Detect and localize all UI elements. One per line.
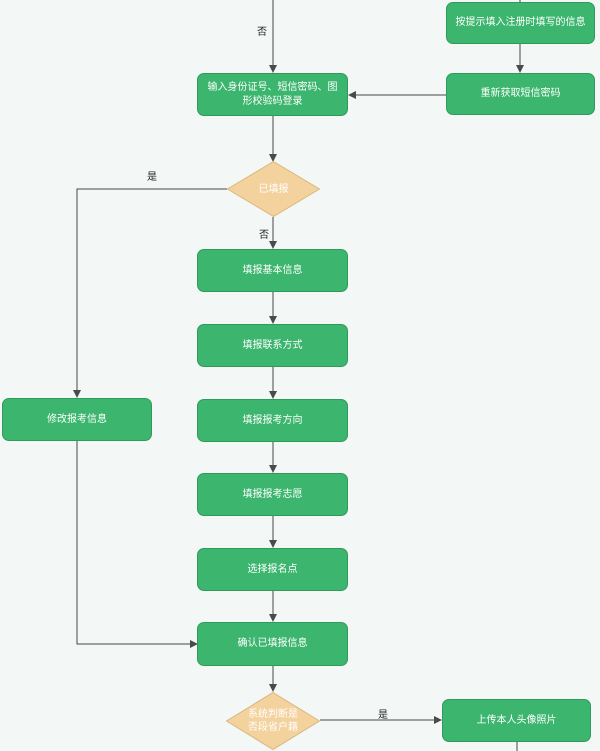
- choose-site-label: 选择报名点: [247, 563, 298, 575]
- fill-direction-label: 填报报考方向: [242, 414, 303, 426]
- confirm-info-label: 确认已填报信息: [237, 638, 308, 649]
- reacquire-sms-box: 重新获取短信密码: [446, 73, 595, 115]
- reacquire-sms-label: 重新获取短信密码: [480, 88, 561, 99]
- upload-photo-box: 上传本人头像照片: [442, 699, 591, 742]
- fill-registered-info-label: 按提示填入注册时填写的信息: [455, 17, 586, 28]
- already-reported-decision: 已填报: [227, 161, 320, 217]
- edge-label-no-top: 否: [257, 27, 267, 38]
- edge-already-reported-yes: [73, 188, 227, 398]
- login-label: 输入身份证号、短信密码、图形校验码登录: [207, 81, 338, 107]
- choose-site-box: 选择报名点: [197, 548, 348, 591]
- fill-basic-info-label: 填报基本信息: [242, 264, 303, 276]
- decision-diamond-shape: [227, 161, 320, 217]
- confirm-info-box: 确认已填报信息: [197, 622, 348, 666]
- fill-contact-box: 填报联系方式: [197, 324, 348, 367]
- edge-modify-to-confirm: [76, 441, 198, 648]
- modify-info-box: 修改报考信息: [2, 398, 152, 441]
- modify-info-label: 修改报考信息: [47, 413, 107, 425]
- fill-preference-box: 填报报考志愿: [197, 473, 348, 516]
- upload-photo-label: 上传本人头像照片: [476, 714, 557, 726]
- edge-label-no-mid: 否: [259, 230, 269, 241]
- already-reported-label: 已填报: [258, 183, 289, 195]
- fill-registered-info-box: 按提示填入注册时填写的信息: [446, 2, 595, 44]
- fill-basic-info-box: 填报基本信息: [197, 249, 348, 292]
- fill-contact-label: 填报联系方式: [242, 339, 303, 351]
- fill-preference-label: 填报报考志愿: [242, 488, 303, 500]
- decision-diamond-shape: [226, 692, 320, 750]
- edge-label-yes-right: 是: [378, 710, 388, 721]
- login-box: 输入身份证号、短信密码、图形校验码登录: [197, 73, 348, 116]
- check-household-decision: 系统判断是否段省户籍: [226, 692, 320, 750]
- edge-label-yes-left: 是: [147, 172, 157, 183]
- fill-direction-box: 填报报考方向: [197, 399, 348, 442]
- check-household-label: 系统判断是否段省户籍: [248, 709, 298, 733]
